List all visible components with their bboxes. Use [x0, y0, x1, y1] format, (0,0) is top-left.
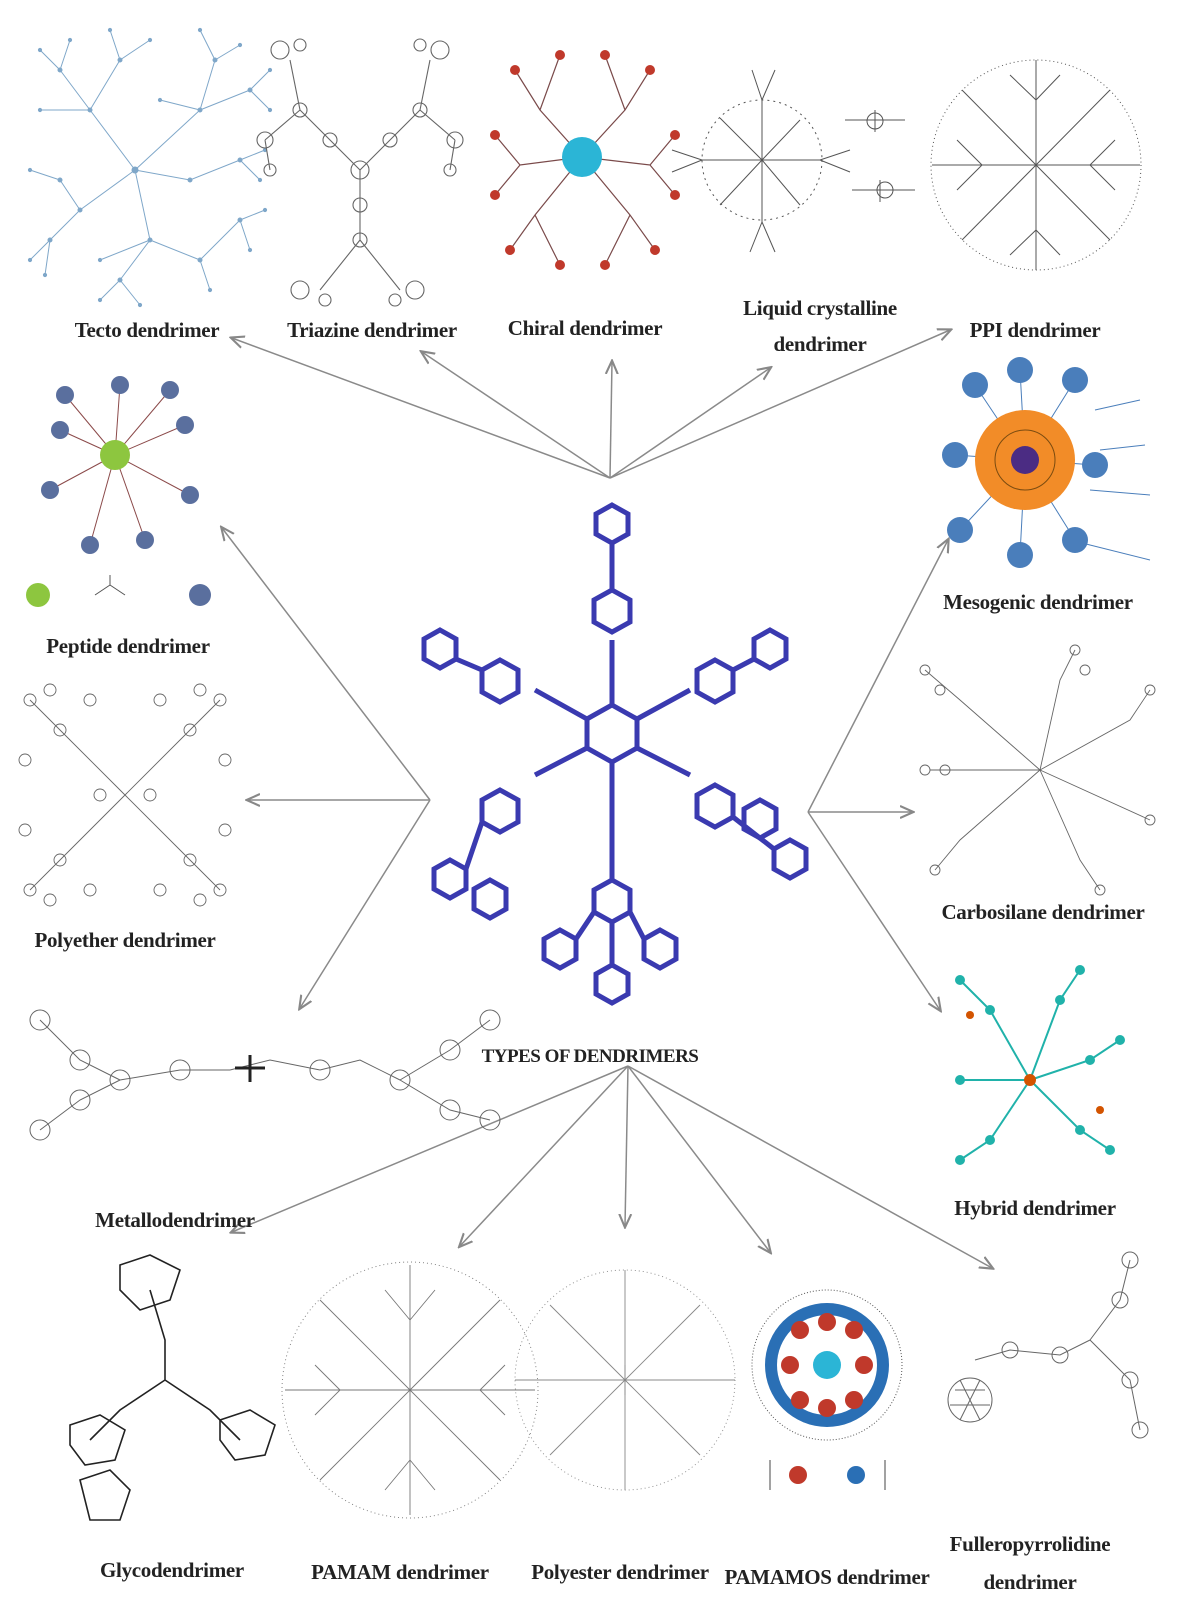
arrow-peptide: [222, 528, 431, 801]
arrow-glyco: [232, 1065, 629, 1232]
core-molecule: [421, 502, 809, 1006]
chiral-core: [562, 137, 602, 177]
arrow-pamamos: [627, 1065, 770, 1252]
arrow-ppi: [609, 330, 950, 479]
arrow-triazine: [422, 352, 611, 479]
label-carbosilane: Carbosilane dendrimer: [941, 900, 1145, 924]
label-fullero-line1: Fulleropyrrolidine: [949, 1532, 1111, 1556]
label-metallo: Metallodendrimer: [95, 1208, 255, 1232]
chiral-art: [490, 50, 680, 270]
arrow-polyester: [625, 1065, 628, 1226]
peptide-art: [26, 376, 211, 607]
label-peptide: Peptide dendrimer: [46, 634, 210, 658]
label-ppi: PPI dendrimer: [969, 318, 1101, 342]
arrow-tecto: [232, 338, 611, 479]
label-tecto: Tecto dendrimer: [74, 318, 220, 342]
hybrid-art: [955, 965, 1125, 1165]
label-fullero-line2: dendrimer: [983, 1570, 1077, 1594]
polyester-art: [514, 1269, 736, 1491]
label-hybrid: Hybrid dendrimer: [954, 1196, 1116, 1220]
tecto-art: [27, 27, 273, 308]
liquid-art: [671, 69, 915, 253]
label-glyco: Glycodendrimer: [100, 1558, 244, 1582]
arrow-liquid: [609, 368, 770, 479]
mesogenic-core: [1011, 446, 1039, 474]
fullero-art: [947, 1251, 1149, 1439]
label-pamamos: PAMAMOS dendrimer: [724, 1565, 930, 1589]
label-liquid-line2: dendrimer: [773, 332, 867, 356]
triazine-art: [256, 38, 464, 307]
polyether-art: [18, 683, 232, 907]
arrow-mesogenic: [807, 540, 948, 813]
mesogenic-art: [942, 357, 1151, 568]
label-chiral: Chiral dendrimer: [507, 316, 663, 340]
label-polyether: Polyether dendrimer: [34, 928, 216, 952]
glyco-art: [69, 1254, 276, 1521]
pamam-art: [281, 1261, 539, 1519]
peptide-core: [100, 440, 130, 470]
ppi-art: [930, 59, 1142, 271]
label-triazine: Triazine dendrimer: [287, 318, 457, 342]
arrow-fullero: [627, 1065, 992, 1268]
arrows: [222, 330, 992, 1268]
carbosilane-art: [919, 644, 1156, 896]
label-mesogenic: Mesogenic dendrimer: [943, 590, 1133, 614]
arrow-hybrid: [807, 811, 940, 1010]
arrow-chiral: [610, 362, 612, 479]
label-liquid-line1: Liquid crystalline: [743, 296, 897, 320]
pamamos-art: [751, 1289, 903, 1490]
label-polyester: Polyester dendrimer: [531, 1560, 709, 1584]
arrow-pamam: [460, 1065, 629, 1246]
label-pamam: PAMAM dendrimer: [311, 1560, 489, 1584]
arrow-metallo: [300, 799, 431, 1008]
metallo-art: [29, 1009, 501, 1141]
center-title: TYPES OF DENDRIMERS: [481, 1046, 699, 1067]
